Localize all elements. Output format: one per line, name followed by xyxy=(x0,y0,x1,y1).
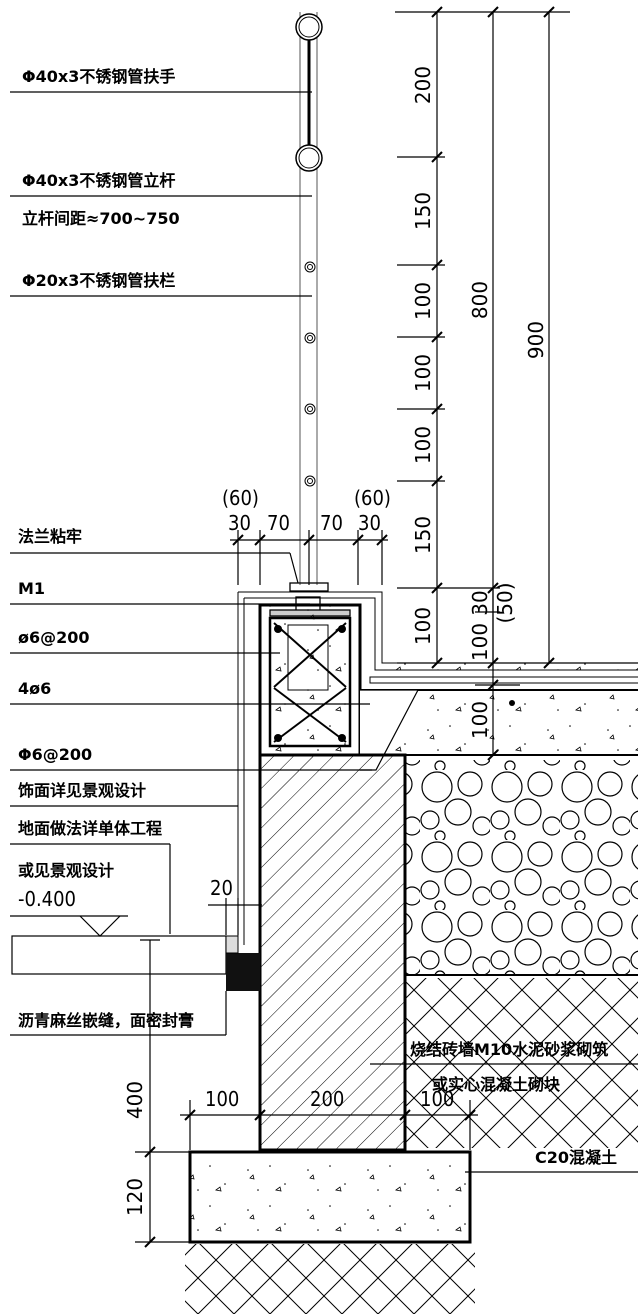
label-elevation: -0.400 xyxy=(18,887,76,911)
dim-120: 120 xyxy=(123,1178,147,1216)
soil-bottom xyxy=(185,1244,475,1314)
label-wall-1: 烧结砖墙M10水泥砂浆砌筑 xyxy=(410,1040,608,1059)
label-wall-2: 或实心混凝土砌块 xyxy=(432,1075,561,1094)
mortar-layer xyxy=(369,676,638,684)
soil-right xyxy=(405,978,638,1148)
label-post-spacing: 立杆间距≈700~750 xyxy=(22,209,180,228)
label-joint: 沥青麻丝嵌缝，面密封膏 xyxy=(18,1011,194,1030)
dim-100-a: 100 xyxy=(411,282,435,320)
label-rebar: 4ø6 xyxy=(18,679,51,698)
concrete-footing xyxy=(188,1150,472,1244)
dim-100-f: 100 xyxy=(468,701,492,739)
dim-30-left: 30 xyxy=(228,511,251,535)
label-flange: 法兰粘牢 xyxy=(18,527,82,546)
ground-paving xyxy=(11,935,227,975)
label-stirrup-bottom: Φ6@200 xyxy=(18,745,92,764)
dim-100-d: 100 xyxy=(411,607,435,645)
dim-100-c: 100 xyxy=(411,426,435,464)
dim-20: 20 xyxy=(210,876,233,900)
dim-footing-100-left: 100 xyxy=(205,1087,239,1111)
dim-footing-200: 200 xyxy=(310,1087,344,1111)
railing-post xyxy=(299,12,318,585)
dim-100-b: 100 xyxy=(411,354,435,392)
dim-70-left: 70 xyxy=(267,511,290,535)
elevation-marker xyxy=(10,915,128,937)
rubble-fill xyxy=(405,760,638,975)
sealant-joint xyxy=(226,953,260,991)
leader-lines xyxy=(10,91,638,1173)
label-stirrup-top: ø6@200 xyxy=(18,628,90,647)
dim-lines-footing xyxy=(135,939,478,1243)
dim-60-right: (60) xyxy=(354,486,391,510)
handrail-mid xyxy=(295,144,323,172)
dim-100-e: 100 xyxy=(468,623,492,661)
dim-150-top: 150 xyxy=(411,192,435,230)
dim-footing-100-right: 100 xyxy=(420,1087,454,1111)
dim-900: 900 xyxy=(524,321,548,359)
dim-70-right: 70 xyxy=(320,511,343,535)
label-baluster: Φ20x3不锈钢管扶栏 xyxy=(22,271,175,290)
handrail-top xyxy=(295,13,323,41)
label-concrete: C20混凝土 xyxy=(535,1148,617,1167)
label-finish-2: 地面做法详单体工程 xyxy=(18,819,162,838)
dim-lines-top xyxy=(230,530,388,585)
dim-400: 400 xyxy=(123,1081,147,1119)
dim-150-bottom: 150 xyxy=(411,516,435,554)
dim-200: 200 xyxy=(411,66,435,104)
label-finish-3: 或见景观设计 xyxy=(18,861,114,880)
paving-layer xyxy=(382,663,638,670)
brick-wall xyxy=(258,753,407,1152)
dim-30: 30 xyxy=(468,590,492,615)
dim-800: 800 xyxy=(468,281,492,319)
dim-30-right: 30 xyxy=(358,511,381,535)
dim-60-left: (60) xyxy=(222,486,259,510)
baluster-bars xyxy=(304,261,316,487)
label-handrail: Φ40x3不锈钢管扶手 xyxy=(22,67,175,86)
coping-beam xyxy=(258,603,515,757)
dim-50: (50) xyxy=(493,582,517,623)
dim-ticks-right xyxy=(431,6,555,761)
label-m1: M1 xyxy=(18,579,45,598)
label-post: Φ40x3不锈钢管立杆 xyxy=(22,171,175,190)
label-finish-1: 饰面详见景观设计 xyxy=(18,781,146,800)
